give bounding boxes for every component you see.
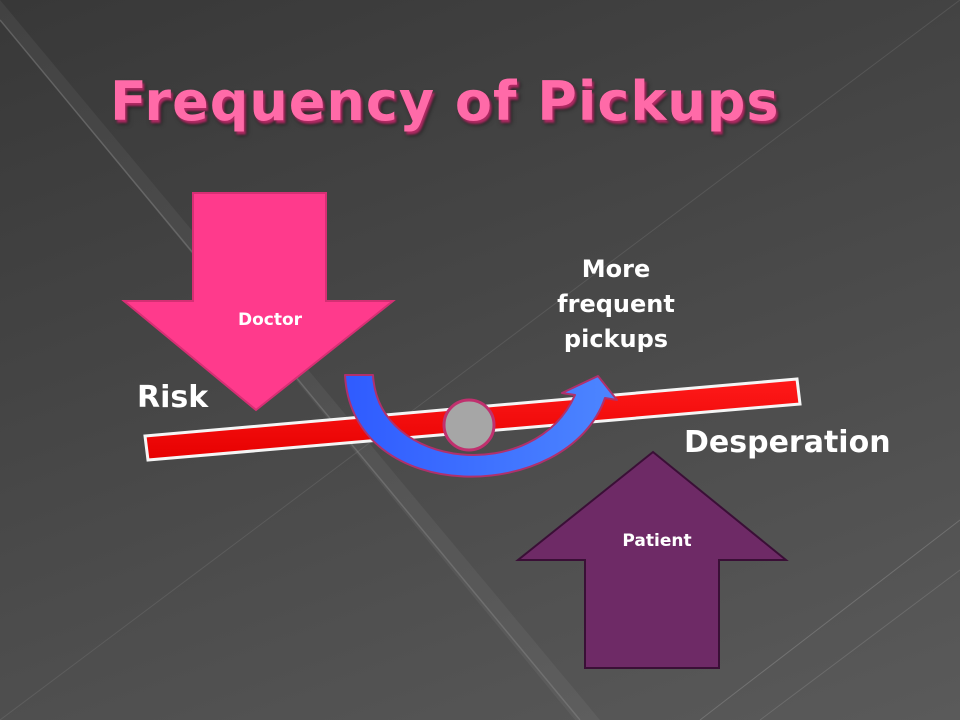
desperation-label: Desperation: [684, 425, 891, 460]
more-frequent-pickups-label: More frequent pickups: [535, 252, 697, 357]
curved-arrow: [344, 374, 618, 478]
patient-arrow: [515, 450, 789, 669]
slide-title: Frequency of Pickups: [110, 70, 780, 133]
fulcrum: [442, 398, 496, 452]
risk-label: Risk: [137, 380, 209, 415]
more-frequent-line-1: More: [581, 255, 651, 283]
doctor-arrow: [121, 192, 396, 412]
more-frequent-line-2: frequent: [557, 290, 675, 318]
patient-label: Patient: [622, 531, 692, 551]
doctor-label: Doctor: [237, 310, 303, 330]
more-frequent-line-3: pickups: [563, 325, 669, 353]
